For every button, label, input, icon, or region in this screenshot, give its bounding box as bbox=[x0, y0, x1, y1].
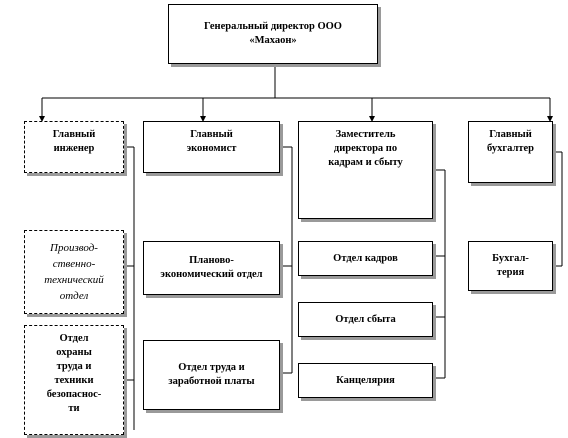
office-label: Канцелярия bbox=[336, 374, 395, 386]
hr-dept-box: Отдел кадров bbox=[298, 241, 433, 276]
planning-economic-dept-label: Планово- экономический отдел bbox=[160, 255, 263, 280]
chief-engineer-label: Главный инженер bbox=[52, 129, 96, 154]
general-director-box: Генеральный директор ООО «Махаон» bbox=[168, 4, 378, 64]
chief-economist-box: Главный экономист bbox=[143, 121, 280, 173]
office-box: Канцелярия bbox=[298, 363, 433, 398]
production-technical-dept-label: Производ- ственно- технический отдел bbox=[44, 242, 104, 302]
production-technical-dept-box: Производ- ственно- технический отдел bbox=[24, 230, 124, 314]
sales-dept-label: Отдел сбыта bbox=[335, 313, 396, 325]
planning-economic-dept-box: Планово- экономический отдел bbox=[143, 241, 280, 295]
deputy-director-box: Заместитель директора по кадрам и сбыту bbox=[298, 121, 433, 219]
sales-dept-box: Отдел сбыта bbox=[298, 302, 433, 337]
general-director-label: Генеральный директор ООО «Махаон» bbox=[204, 21, 342, 46]
safety-dept-box: Отдел охраны труда и техники безопаснос-… bbox=[24, 325, 124, 435]
labor-wages-dept-label: Отдел труда и заработной платы bbox=[168, 362, 255, 387]
chief-accountant-label: Главный бухгалтер bbox=[486, 129, 534, 154]
chief-accountant-box: Главный бухгалтер bbox=[468, 121, 553, 183]
labor-wages-dept-box: Отдел труда и заработной платы bbox=[143, 340, 280, 410]
deputy-director-label: Заместитель директора по кадрам и сбыту bbox=[328, 129, 403, 168]
accounting-box: Бухгал- терия bbox=[468, 241, 553, 291]
chief-engineer-box: Главный инженер bbox=[24, 121, 124, 173]
hr-dept-label: Отдел кадров bbox=[333, 252, 398, 264]
accounting-label: Бухгал- терия bbox=[492, 253, 529, 278]
chief-economist-label: Главный экономист bbox=[186, 129, 237, 154]
safety-dept-label: Отдел охраны труда и техники безопаснос-… bbox=[46, 333, 102, 414]
